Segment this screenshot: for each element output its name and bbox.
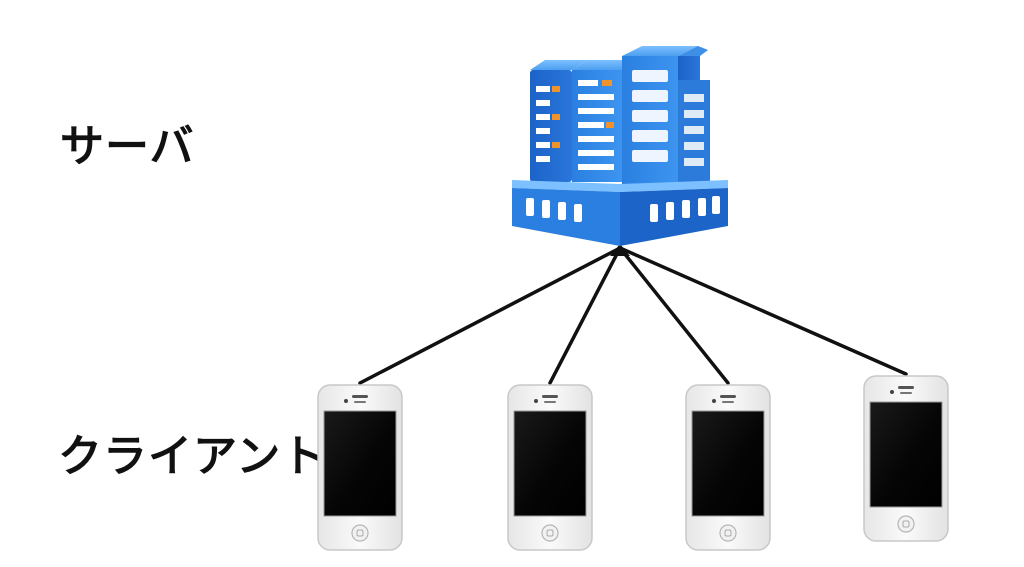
server-icon (512, 46, 728, 246)
client-label: クライアント (58, 431, 327, 482)
smartphone-icon (507, 384, 593, 551)
connection-lines (358, 246, 908, 385)
connection-line (548, 246, 622, 385)
smartphone-icon (317, 384, 403, 551)
connection-line (618, 246, 730, 385)
connection-line (358, 246, 622, 385)
server-label: サーバ (60, 121, 195, 172)
smartphone-icon (685, 384, 771, 551)
arrowhead (610, 244, 630, 256)
connection-line (618, 246, 908, 376)
smartphone-icon (863, 375, 949, 542)
